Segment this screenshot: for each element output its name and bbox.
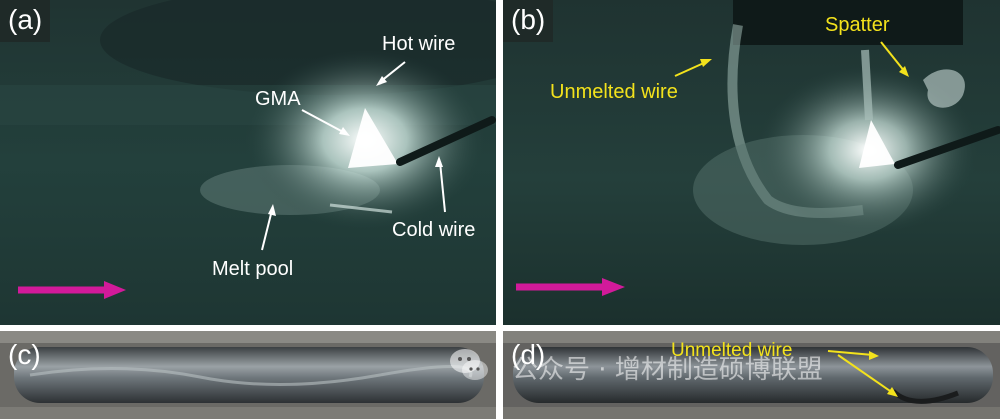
panel-a-photo: (a) Hot wire GMA Cold wire Melt pool: [0, 0, 496, 325]
hot-wire-annotation: Hot wire: [382, 33, 456, 55]
panel-c-bead: [0, 331, 496, 419]
unmelted-wire-annotation-d: Unmelted wire: [671, 340, 793, 361]
cold-wire-annotation: Cold wire: [392, 219, 476, 241]
wechat-logo-icon: [447, 343, 491, 387]
panel-c-bead-photo: (c): [0, 331, 496, 419]
unmelted-wire-annotation-b: Unmelted wire: [550, 81, 678, 103]
panel-b-photo: (b) Spatter Unmelted wire: [503, 0, 1000, 325]
panel-d-bead: [503, 331, 1000, 419]
panel-b-scene: [503, 0, 1000, 325]
panel-d-bead-photo: (d) Unmelted wire: [503, 331, 1000, 419]
panel-a-label: (a): [0, 0, 51, 42]
spatter-annotation: Spatter: [825, 14, 890, 36]
panel-d-label: (d): [511, 339, 546, 370]
watermark-text: 公众号 · 增材制造硕博联盟: [512, 355, 823, 385]
panel-a-scene: [0, 0, 496, 325]
panel-c-label: (c): [8, 339, 41, 370]
panel-b-label: (b): [503, 0, 554, 42]
gma-annotation: GMA: [255, 88, 301, 110]
melt-pool-annotation: Melt pool: [212, 258, 294, 280]
